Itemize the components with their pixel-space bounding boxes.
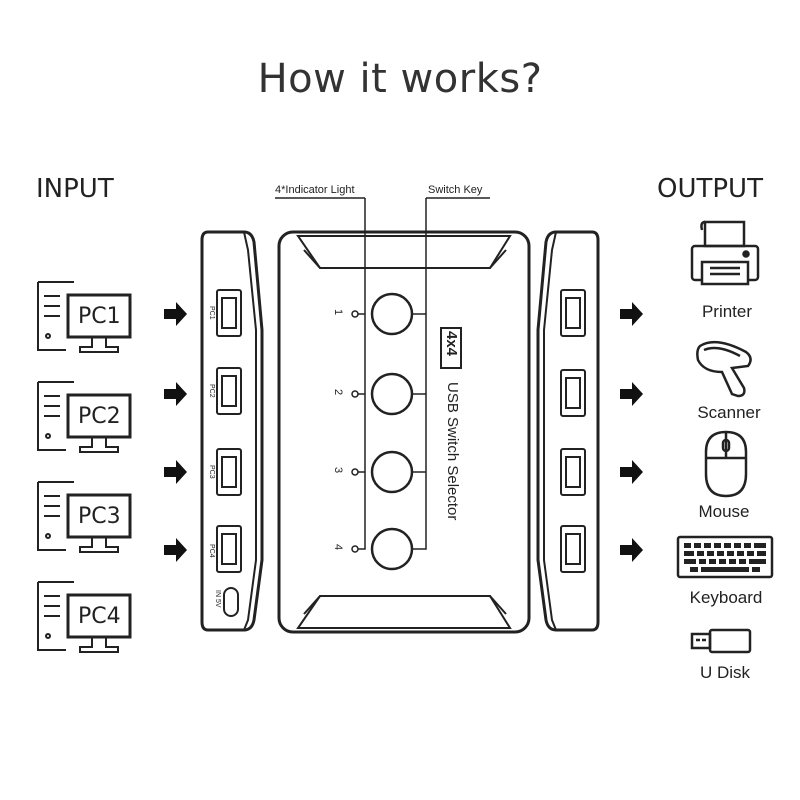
power-label: IN 5V <box>214 590 221 608</box>
arrow-icon <box>620 382 643 406</box>
arrow-icon <box>164 460 187 484</box>
indicator-number-1: 1 <box>332 309 344 316</box>
indicator-number-2: 2 <box>332 389 344 396</box>
switch-buttons <box>351 292 414 571</box>
device-badge: 4x4 <box>443 331 460 357</box>
right-side-panel <box>536 230 600 632</box>
port-label-4: PC4 <box>208 544 215 558</box>
indicator-number-4: 4 <box>332 544 344 551</box>
output-label-u-disk: U Disk <box>699 663 751 682</box>
port-label-1: PC1 <box>208 306 215 320</box>
output-heading: OUTPUT <box>657 174 763 204</box>
keyboard-icon <box>676 535 774 579</box>
input-heading: INPUT <box>36 174 114 204</box>
page-title: How it works? <box>257 56 543 102</box>
arrow-icon <box>620 302 643 326</box>
pc-icon-4 <box>37 581 132 653</box>
arrow-icon <box>620 538 643 562</box>
output-label-keyboard: Keyboard <box>689 588 763 607</box>
arrow-icon <box>164 538 187 562</box>
arrows <box>164 302 643 562</box>
arrow-icon <box>620 460 643 484</box>
pc-label-2: PC2 <box>78 404 121 429</box>
scanner-icon <box>696 340 752 398</box>
callout-lines <box>275 197 490 550</box>
indicator-light-callout: 4*Indicator Light <box>275 184 355 196</box>
port-label-2: PC2 <box>208 384 215 398</box>
arrow-icon <box>164 382 187 406</box>
pc-icon-1 <box>37 281 132 353</box>
usb-disk-icon <box>690 628 752 654</box>
device-name: USB Switch Selector <box>444 382 461 521</box>
arrow-icon <box>164 302 187 326</box>
pc-label-4: PC4 <box>78 604 121 629</box>
output-label-scanner: Scanner <box>697 403 761 422</box>
indicator-number-3: 3 <box>332 467 344 474</box>
port-label-3: PC3 <box>208 465 215 479</box>
printer-icon <box>690 220 760 286</box>
pc-label-1: PC1 <box>78 304 121 329</box>
output-label-printer: Printer <box>701 302 753 321</box>
pc-icon-2 <box>37 381 132 453</box>
pc-label-3: PC3 <box>78 504 121 529</box>
switch-body <box>277 230 531 634</box>
left-side-panel <box>200 230 264 632</box>
keyboard-keys <box>684 543 766 572</box>
pc-icon-3 <box>37 481 132 553</box>
mouse-icon <box>704 430 748 498</box>
switch-key-callout: Switch Key <box>428 184 483 196</box>
output-label-mouse: Mouse <box>698 502 750 521</box>
